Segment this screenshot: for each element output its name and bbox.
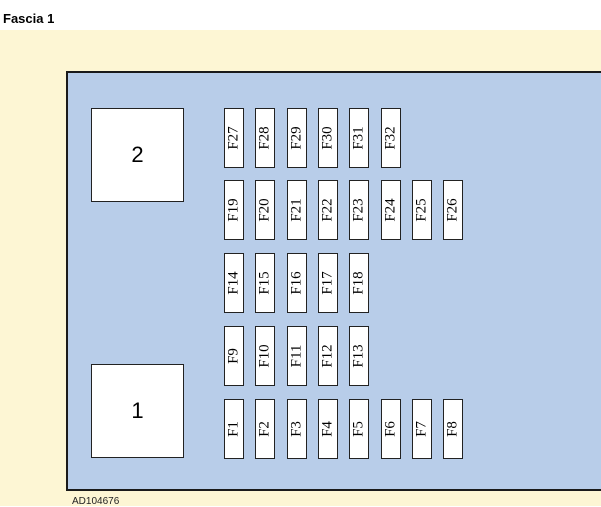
- fuse-f15: F15: [255, 253, 276, 313]
- fuse-label: F27: [225, 126, 242, 150]
- fuse-f18: F18: [349, 253, 370, 313]
- fuse-label: F11: [288, 344, 305, 368]
- fuse-label: F6: [382, 421, 398, 437]
- fuse-f17: F17: [317, 253, 338, 313]
- fuse-f30: F30: [317, 108, 338, 168]
- fuse-label: F5: [350, 421, 367, 437]
- fuse-label: F2: [256, 421, 273, 437]
- fuse-label: F22: [319, 198, 336, 222]
- fuse-f7: F7: [411, 399, 432, 459]
- diagram-title: Fascia 1: [3, 11, 55, 26]
- fuse-label: F19: [225, 198, 242, 222]
- fuse-label: F25: [413, 198, 430, 222]
- fuse-label: F1: [225, 421, 242, 437]
- fuse-label: F14: [225, 271, 242, 295]
- fuse-label: F23: [350, 198, 367, 222]
- fuse-f6: F6: [380, 399, 401, 459]
- fuse-f19: F19: [224, 180, 244, 240]
- fuse-f22: F22: [317, 180, 338, 240]
- fuse-label: F18: [350, 271, 367, 295]
- fuse-f12: F12: [317, 326, 338, 386]
- fuse-label: F21: [288, 198, 305, 222]
- fuse-f27: F27: [224, 108, 244, 168]
- fuse-f8: F8: [443, 399, 464, 459]
- fuse-label: F9: [225, 348, 242, 364]
- fuse-label: F10: [256, 344, 273, 368]
- fuse-label: F13: [350, 344, 367, 368]
- fuse-f14: F14: [224, 253, 244, 313]
- fuse-label: F3: [288, 421, 305, 437]
- fuse-label: F24: [382, 198, 398, 222]
- fuse-label: F26: [444, 198, 461, 222]
- reference-code: AD104676: [72, 496, 120, 507]
- fuse-label: F12: [319, 344, 336, 368]
- fuse-f21: F21: [286, 180, 307, 240]
- fuse-f25: F25: [411, 180, 432, 240]
- fuse-f28: F28: [255, 108, 276, 168]
- fuse-label: F28: [256, 126, 273, 150]
- fuse-label: F8: [444, 421, 461, 437]
- fuse-f13: F13: [349, 326, 370, 386]
- fuse-label: F16: [288, 271, 305, 295]
- fuse-f2: F2: [255, 399, 276, 459]
- fuse-label: F31: [350, 126, 367, 150]
- fuse-label: F32: [382, 126, 398, 150]
- fuse-f24: F24: [380, 180, 401, 240]
- fuse-f20: F20: [255, 180, 276, 240]
- fuse-f11: F11: [286, 326, 307, 386]
- fuse-f9: F9: [224, 326, 244, 386]
- fuse-label: F20: [256, 198, 273, 222]
- relay-1: 1: [91, 364, 184, 458]
- fuse-f4: F4: [317, 399, 338, 459]
- fuse-label: F4: [319, 421, 336, 437]
- fuse-f10: F10: [255, 326, 276, 386]
- fuse-label: F30: [319, 126, 336, 150]
- relay-2: 2: [91, 108, 184, 202]
- fuse-label: F29: [288, 126, 305, 150]
- fuse-f16: F16: [286, 253, 307, 313]
- fuse-f3: F3: [286, 399, 307, 459]
- fuse-f29: F29: [286, 108, 307, 168]
- fuse-f31: F31: [349, 108, 370, 168]
- fuse-f32: F32: [380, 108, 401, 168]
- fuse-f1: F1: [224, 399, 244, 459]
- fuse-f5: F5: [349, 399, 370, 459]
- fuse-label: F17: [319, 271, 336, 295]
- fuse-label: F15: [256, 271, 273, 295]
- fuse-label: F7: [413, 421, 430, 437]
- fuse-f26: F26: [443, 180, 464, 240]
- fuse-f23: F23: [349, 180, 370, 240]
